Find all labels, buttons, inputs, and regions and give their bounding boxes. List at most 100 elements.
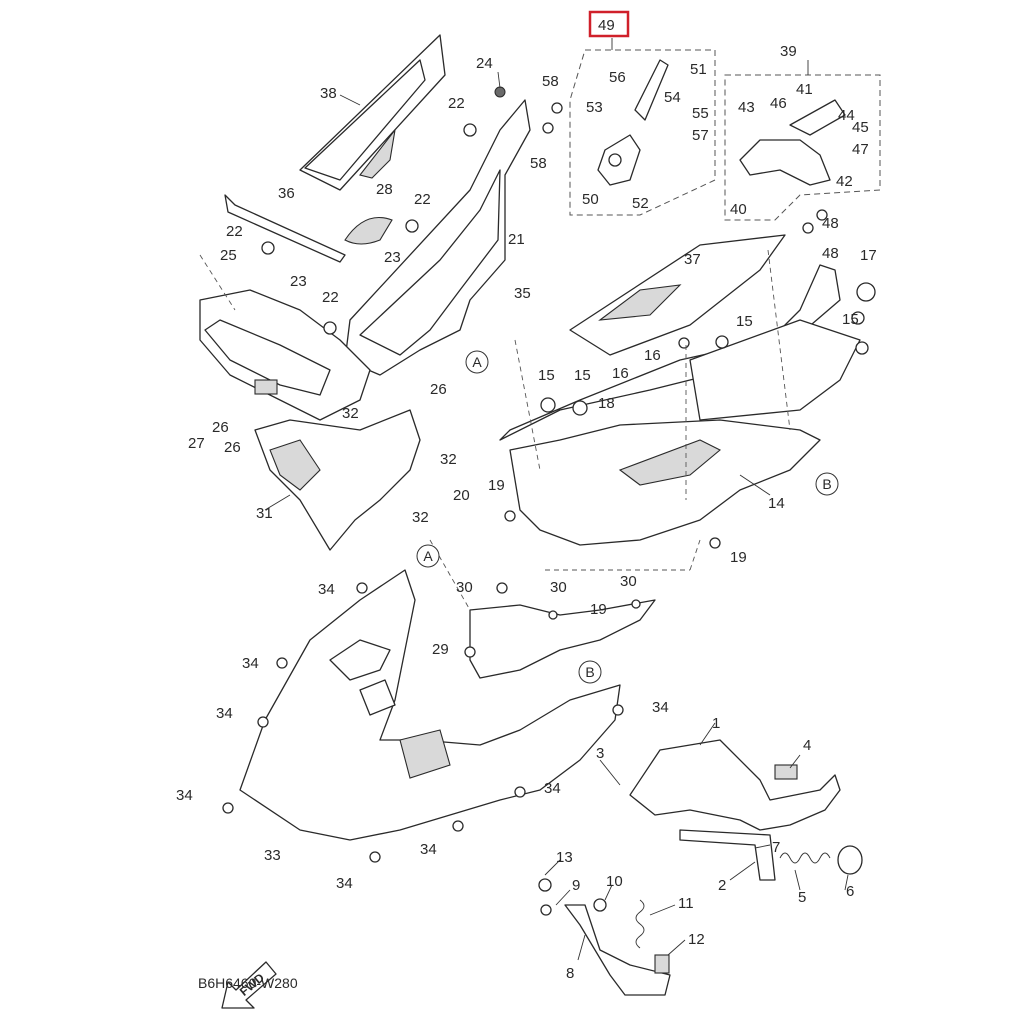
callout-51: 51	[690, 61, 707, 78]
callout-40: 40	[730, 201, 747, 218]
callout-55: 55	[692, 105, 709, 122]
callout-56: 56	[609, 69, 626, 86]
svg-text:49: 49	[598, 17, 615, 34]
callout-29: 29	[432, 641, 449, 658]
callout-13: 13	[556, 849, 573, 866]
callout-16: 16	[644, 347, 661, 364]
callout-44: 44	[838, 107, 855, 124]
part-29-lower-trim	[469, 599, 656, 679]
leader-lines	[264, 38, 849, 961]
svg-text:B: B	[822, 476, 831, 492]
callout-37: 37	[684, 251, 701, 268]
callout-34: 34	[336, 875, 353, 892]
callout-42: 42	[836, 173, 853, 190]
callout-41: 41	[796, 81, 813, 98]
callout-32: 32	[342, 405, 359, 422]
part-36-bracket	[224, 194, 346, 263]
svg-text:A: A	[423, 548, 433, 564]
part-31-lower-cover	[254, 409, 421, 551]
callout-49-highlighted: 49	[588, 10, 630, 38]
part-37-panel	[569, 234, 786, 356]
callout-17: 17	[860, 247, 877, 264]
callout-22: 22	[414, 191, 431, 208]
callout-22: 22	[322, 289, 339, 306]
callout-47: 47	[852, 141, 869, 158]
callout-11: 11	[678, 895, 694, 912]
callout-53: 53	[586, 99, 603, 116]
callout-28: 28	[376, 181, 393, 198]
callout-3: 3	[596, 745, 604, 762]
part-1-main-stand	[629, 739, 841, 881]
part-28-cap	[344, 216, 393, 245]
callout-7: 7	[772, 839, 780, 856]
inner-panel-left	[199, 289, 371, 421]
callout-23: 23	[290, 273, 307, 290]
callout-19: 19	[730, 549, 747, 566]
callout-1: 1	[712, 715, 720, 732]
callout-26: 26	[430, 381, 447, 398]
fasteners	[222, 86, 876, 916]
callout-15: 15	[736, 313, 753, 330]
callout-58: 58	[542, 73, 559, 90]
callout-19: 19	[488, 477, 505, 494]
callout-30: 30	[456, 579, 473, 596]
callout-8: 8	[566, 965, 574, 982]
callout-34: 34	[216, 705, 233, 722]
callout-26: 26	[212, 419, 229, 436]
callout-30: 30	[620, 573, 637, 590]
callout-22: 22	[448, 95, 465, 112]
callout-24: 24	[476, 55, 493, 72]
part-8-side-stand	[564, 899, 671, 996]
callout-15: 15	[574, 367, 591, 384]
part-33-under-cover	[239, 569, 621, 841]
callout-48: 48	[822, 215, 839, 232]
callout-32: 32	[412, 509, 429, 526]
callout-4: 4	[803, 737, 811, 754]
callout-34: 34	[420, 841, 437, 858]
callout-15: 15	[842, 311, 859, 328]
ref-marker-a-lower: A	[416, 544, 440, 568]
ref-marker-b-right: B	[815, 472, 839, 496]
callout-34: 34	[318, 581, 335, 598]
callout-43: 43	[738, 99, 755, 116]
diagram-code: B6H6460-W280	[198, 975, 298, 991]
callout-19: 19	[590, 601, 607, 618]
callout-34: 34	[544, 780, 561, 797]
callout-36: 36	[278, 185, 295, 202]
callout-31: 31	[256, 505, 273, 522]
callout-20: 20	[453, 487, 470, 504]
callout-54: 54	[664, 89, 681, 106]
callout-30: 30	[550, 579, 567, 596]
callout-27: 27	[188, 435, 205, 452]
callout-34: 34	[242, 655, 259, 672]
callout-38: 38	[320, 85, 337, 102]
callout-16: 16	[612, 365, 629, 382]
callout-32: 32	[440, 451, 457, 468]
callout-33: 33	[264, 847, 281, 864]
callout-12: 12	[688, 931, 705, 948]
callout-45: 45	[852, 119, 869, 136]
callout-25: 25	[220, 247, 237, 264]
svg-text:A: A	[472, 354, 482, 370]
part-49-footrest-assembly	[569, 49, 716, 216]
svg-text:B: B	[585, 664, 594, 680]
ref-marker-b-lower: B	[578, 660, 602, 684]
callout-14: 14	[768, 495, 785, 512]
callout-15: 15	[538, 367, 555, 384]
part-38-side-panel	[299, 34, 446, 191]
callout-58: 58	[530, 155, 547, 172]
part-14-floorboard	[499, 264, 861, 546]
callout-10: 10	[606, 873, 623, 890]
callout-22: 22	[226, 223, 243, 240]
callout-39: 39	[780, 43, 797, 60]
part-39-footrest-assembly	[724, 74, 881, 221]
callout-26: 26	[224, 439, 241, 456]
ref-markers: A B A B	[416, 350, 839, 684]
part-21-frame-cover	[344, 99, 531, 376]
callout-48: 48	[822, 245, 839, 262]
callout-5: 5	[798, 889, 806, 906]
callout-9: 9	[572, 877, 580, 894]
